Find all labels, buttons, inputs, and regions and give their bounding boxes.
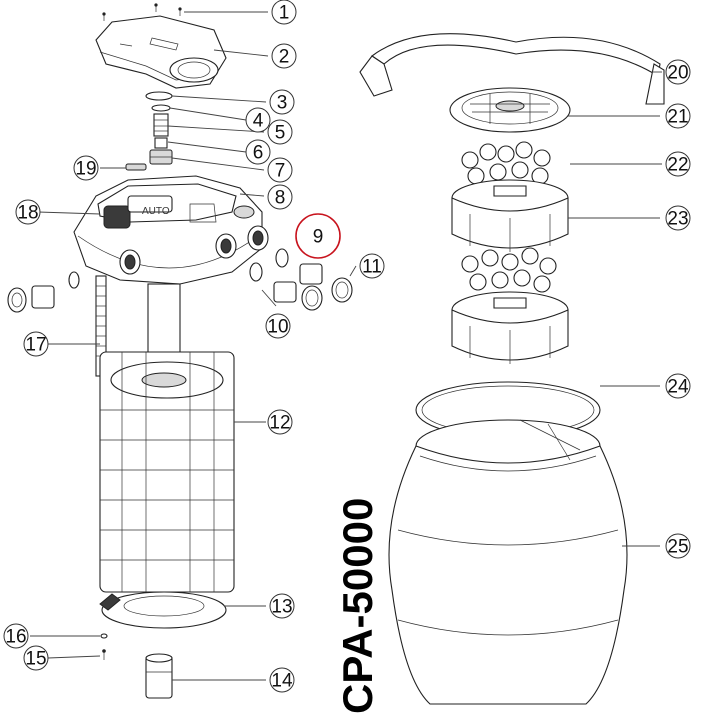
svg-text:23: 23: [667, 209, 688, 230]
callout-14: 14: [269, 667, 295, 693]
callout-24: 24: [665, 373, 691, 399]
callout-3: 3: [269, 89, 295, 115]
bio-balls-lower: [461, 247, 557, 293]
callout-8: 8: [267, 184, 293, 210]
top-grid: [449, 87, 571, 133]
base-plate: [99, 591, 227, 629]
small-gasket-19: [125, 163, 147, 171]
svg-text:5: 5: [275, 123, 286, 144]
svg-text:20: 20: [667, 63, 688, 84]
callout-23: 23: [665, 205, 691, 231]
leader-lines: [30, 11, 662, 681]
small-washer-16: [100, 633, 108, 639]
o-ring-3: [145, 91, 173, 101]
filter-housing-assembly: AUTO: [7, 3, 353, 699]
callout-22: 22: [665, 151, 691, 177]
svg-text:15: 15: [25, 649, 46, 670]
callout-13: 13: [269, 593, 295, 619]
callout-11: 11: [359, 253, 385, 279]
svg-text:13: 13: [271, 597, 292, 618]
callouts: 1 2 3 4 5 6 7 8 9 10 11 12 13 14 15 16 1…: [3, 0, 691, 693]
washer-4: [151, 104, 171, 112]
canister-body: [388, 419, 628, 705]
svg-text:10: 10: [267, 317, 288, 338]
svg-text:8: 8: [275, 188, 286, 209]
callout-9-highlighted: 9: [295, 213, 341, 259]
svg-text:22: 22: [667, 155, 688, 176]
model-label: CPA-50000: [334, 498, 381, 714]
callout-10: 10: [265, 313, 291, 339]
valve-head: AUTO: [73, 175, 269, 285]
callout-15: 15: [23, 645, 49, 671]
callout-19: 19: [73, 155, 99, 181]
svg-text:24: 24: [667, 377, 689, 398]
svg-text:9: 9: [313, 227, 324, 248]
svg-text:21: 21: [667, 107, 688, 128]
svg-text:4: 4: [253, 111, 264, 132]
svg-text:12: 12: [269, 413, 290, 434]
svg-text:11: 11: [362, 257, 382, 278]
canister-assembly: CPA-50000: [334, 33, 665, 714]
left-fittings: [7, 271, 80, 313]
callout-20: 20: [665, 59, 691, 85]
callout-2: 2: [271, 43, 297, 69]
svg-text:25: 25: [667, 537, 688, 558]
drain-fitting: [145, 653, 173, 699]
svg-text:6: 6: [253, 143, 264, 164]
clamp-ring: [359, 33, 665, 105]
callout-5: 5: [267, 119, 293, 145]
callout-21: 21: [665, 103, 691, 129]
callout-12: 12: [267, 409, 293, 435]
bio-balls: [461, 141, 551, 185]
callout-16: 16: [3, 623, 29, 649]
media-tray-lower: [451, 291, 569, 364]
right-fittings: [249, 248, 353, 311]
svg-text:19: 19: [75, 159, 96, 180]
media-tray-upper: [451, 179, 569, 252]
svg-text:14: 14: [271, 671, 293, 692]
small-screw-15: [102, 649, 106, 660]
callout-6: 6: [245, 139, 271, 165]
svg-text:AUTO: AUTO: [142, 206, 170, 217]
callout-17: 17: [23, 331, 49, 357]
callout-1: 1: [271, 0, 297, 25]
callout-18: 18: [15, 199, 41, 225]
callout-7: 7: [267, 157, 293, 183]
filter-media-stack: [99, 351, 235, 593]
svg-text:2: 2: [279, 47, 290, 68]
svg-text:7: 7: [275, 161, 286, 182]
svg-text:17: 17: [25, 335, 46, 356]
svg-text:18: 18: [17, 203, 38, 224]
callout-25: 25: [665, 533, 691, 559]
svg-text:1: 1: [279, 3, 290, 24]
top-cover: [95, 15, 227, 89]
shaft-parts: [149, 113, 173, 165]
svg-text:3: 3: [277, 93, 288, 114]
svg-text:16: 16: [5, 627, 26, 648]
callout-4: 4: [245, 107, 271, 133]
